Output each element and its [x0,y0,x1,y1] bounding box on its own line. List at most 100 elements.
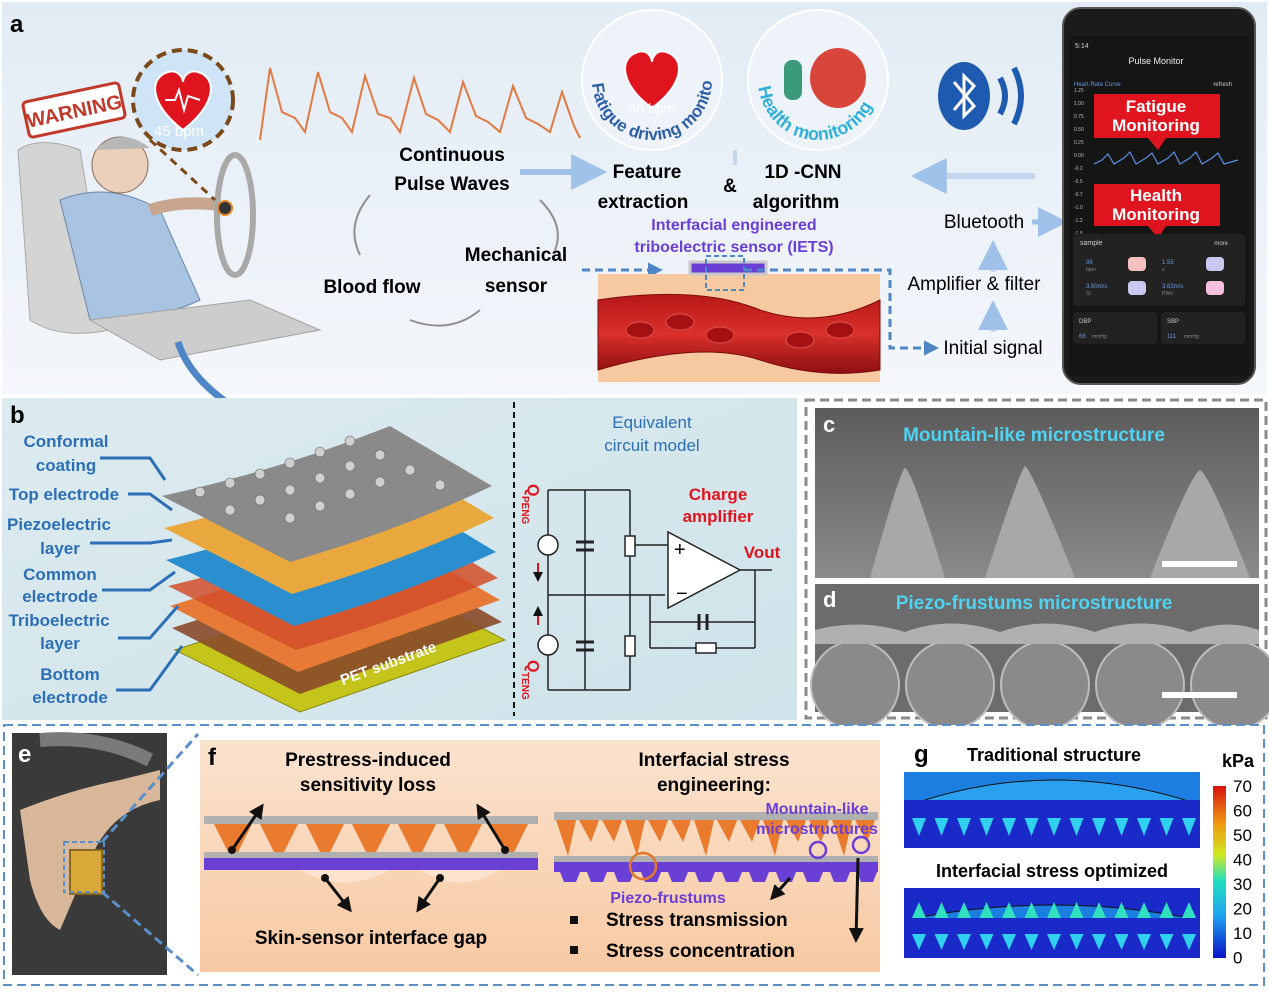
fem-pyramid [1114,902,1129,918]
f-left-top-electrode [204,816,538,824]
mountain-shape [786,820,806,842]
mountain-shape [809,820,829,842]
frustum-shape [614,872,634,882]
continuous-label-2: Pulse Waves [394,174,509,195]
f-left-bottom-electrode [204,852,538,858]
g-optimized-peaks [912,902,1196,918]
f-mountain-label-2: microstructures [756,821,878,838]
fem-pyramid [1047,902,1061,918]
blood-cells [625,313,855,349]
phone-curve-label: Heart Rate Curve [1074,82,1121,88]
f-frustums-label: Piezo-frustums [610,890,726,907]
panel-d-letter: d [823,587,836,612]
fem-pyramid [912,934,926,950]
phone-y-tick: 0.00 [1074,153,1084,159]
heart-icon-fatigue [624,50,680,110]
fem-pyramid [957,902,971,918]
driver-illustration [17,136,322,361]
fem-pyramid [1069,818,1084,836]
fem-pyramid [1047,934,1061,950]
panel-d-title: Piezo-frustums microstructure [896,593,1173,614]
fem-pyramid [979,902,994,918]
metric-1-value: 98 [1086,260,1093,266]
layer-label-piezo-2: layer [40,539,80,558]
zoom-line-e-f-1 [100,733,200,843]
fem-pyramid [1047,818,1061,836]
frustum-shape [695,872,715,882]
heart-rate-bubble: 45 bpm [131,48,235,202]
dbp-unit: mmHg [1092,334,1107,340]
fem-pyramid [1002,818,1016,836]
blood-vessel [597,293,881,374]
panel-e-letter: e [18,741,31,768]
phone-y-tick: -0.2 [1074,166,1083,172]
cycle-arrows [353,194,559,327]
pyramid-shape [260,824,298,852]
f-highlight-2 [808,840,828,860]
bubble-bpm: 45 bpm [154,123,204,140]
fem-pyramid [934,818,949,836]
f-gap-label: Skin-sensor interface gap [255,928,487,949]
fatigue-callout-2: Monitoring [1112,116,1200,135]
metric-icon-3 [1128,281,1146,295]
phone-y-tick: 0.50 [1074,127,1084,133]
mountain-shape [579,820,599,842]
phone-y-tick: -0.7 [1074,192,1083,198]
sensor-zoom-box [705,255,745,291]
panel-c-letter: c [823,412,835,437]
bluetooth-label: Bluetooth [944,212,1024,233]
f-left-tribo-layer [204,858,538,870]
fem-pyramid [1069,934,1084,950]
frustum-shape [857,872,877,882]
frustum-shape [803,872,823,882]
layer-label-tribo-2: layer [40,634,80,653]
health-callout [1094,184,1220,226]
fem-pyramid [1159,818,1174,836]
fem-pyramid [1002,934,1016,950]
f-right-mountains [556,820,875,856]
g-optimized-map [904,888,1200,958]
doctor-icon [784,60,802,100]
metric-2-value: 1.55 [1162,260,1174,266]
f-right-frustums [560,872,877,882]
layer-label-conformal-1: Conformal [24,432,109,451]
dbp-value: 68 [1079,334,1086,340]
phone-refresh[interactable]: refresh [1213,82,1232,88]
fem-pyramid [1092,902,1106,918]
g-traditional-label: Traditional structure [967,745,1141,765]
fem-pyramid [1092,818,1106,836]
g-unit: kPa [1222,751,1255,771]
panel-a-letter: a [10,11,24,38]
f-left-title-2: sensitivity loss [300,775,436,796]
wrist-sensor [69,849,103,895]
layer-label-common-2: electrode [22,587,98,606]
phone-pulse-line [1093,150,1239,165]
fem-pyramid [1159,934,1174,950]
scale-bar-c [1162,561,1237,567]
panel-g-letter: g [914,741,929,768]
warning-sign: WARNING [21,81,127,139]
fem-pyramid [1024,934,1039,950]
f-right-arrows [769,857,864,943]
fem-pyramid [1137,902,1151,918]
sbp-label: SBP [1167,319,1179,325]
fem-pyramid [912,902,926,918]
feature-label-2: extraction [598,192,689,213]
mountain-shape [625,820,645,856]
layer-leader-lines [90,456,184,692]
charge-amp-2: amplifier [683,507,754,526]
phone-more[interactable]: more [1214,241,1228,247]
layer-label-conformal-2: coating [36,456,96,475]
heart-icon [154,70,212,132]
f-bullet-text-1: Stress transmission [606,910,788,931]
g-colorbar [1213,786,1226,958]
fatigue-bpm: 45 bpm [629,100,676,116]
mountain-shape [763,820,783,856]
mechanical-label-2: sensor [485,276,548,297]
layer-label-common-1: Common [23,565,97,584]
q-teng-sub: TENG [519,672,530,700]
iets-label-1: Interfacial engineered [651,217,816,234]
q-teng: Q [524,660,541,672]
f-right-top-electrode [554,812,878,820]
fem-pyramid [1024,902,1039,918]
